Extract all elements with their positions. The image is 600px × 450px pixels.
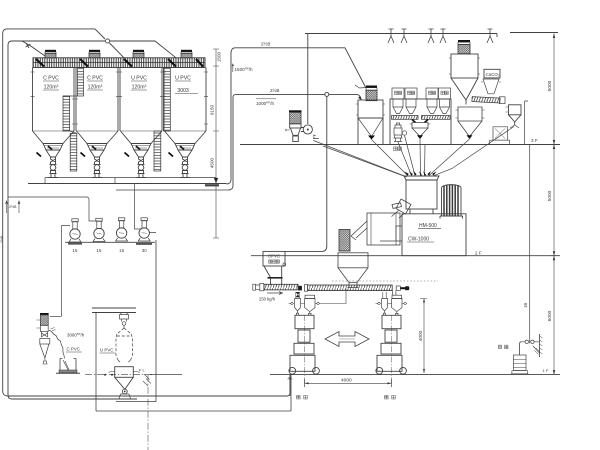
svg-text:U PVC: U PVC: [100, 348, 113, 353]
svg-text:9150: 9150: [210, 104, 215, 115]
svg-text:2 F: 2 F: [475, 251, 482, 256]
svg-text:HM-500: HM-500: [419, 223, 437, 229]
svg-text:15: 15: [119, 248, 124, 253]
svg-text:1000m³/h: 1000m³/h: [256, 101, 274, 107]
svg-text:5000: 5000: [547, 80, 553, 91]
svg-text:120m³: 120m³: [132, 85, 147, 91]
svg-text:CaCO₃: CaCO₃: [486, 72, 500, 77]
svg-text:1500m³/h: 1500m³/h: [235, 67, 253, 73]
svg-text:250 kg/h: 250 kg/h: [259, 297, 276, 302]
svg-text:1½B: 1½B: [0, 235, 4, 243]
svg-text:30: 30: [142, 248, 147, 253]
svg-text:3003: 3003: [177, 88, 189, 94]
svg-text:3 F: 3 F: [531, 138, 538, 143]
svg-text:3000m³/h: 3000m³/h: [67, 332, 85, 338]
svg-text:F L: F L: [139, 368, 146, 373]
svg-text:2½B: 2½B: [9, 205, 17, 209]
svg-text:120m³: 120m³: [88, 85, 103, 91]
svg-text:CPVC: CPVC: [268, 254, 280, 259]
svg-text:120m³: 120m³: [44, 85, 59, 91]
svg-text:4000: 4000: [418, 330, 424, 341]
svg-text:15: 15: [97, 248, 102, 253]
svg-text:2½B: 2½B: [270, 87, 279, 93]
svg-text:5000: 5000: [547, 190, 553, 201]
svg-text:U PVC: U PVC: [175, 76, 191, 82]
svg-text:CW-1000: CW-1000: [408, 237, 429, 243]
svg-text:15: 15: [73, 248, 78, 253]
svg-text:1: 1: [313, 134, 316, 140]
svg-text:C PVC: C PVC: [67, 347, 80, 352]
svg-text:1 F: 1 F: [543, 368, 549, 373]
svg-text:U PVC: U PVC: [131, 76, 147, 82]
svg-text:C PVC: C PVC: [43, 76, 59, 82]
svg-text:1500: 1500: [217, 51, 222, 62]
svg-text:2½B: 2½B: [261, 41, 270, 47]
svg-text:4500: 4500: [210, 157, 215, 168]
svg-text:C PVC: C PVC: [87, 76, 103, 82]
svg-text:6000: 6000: [547, 310, 553, 321]
svg-text:4000: 4000: [341, 378, 352, 384]
svg-text:1B: 1B: [523, 303, 528, 308]
